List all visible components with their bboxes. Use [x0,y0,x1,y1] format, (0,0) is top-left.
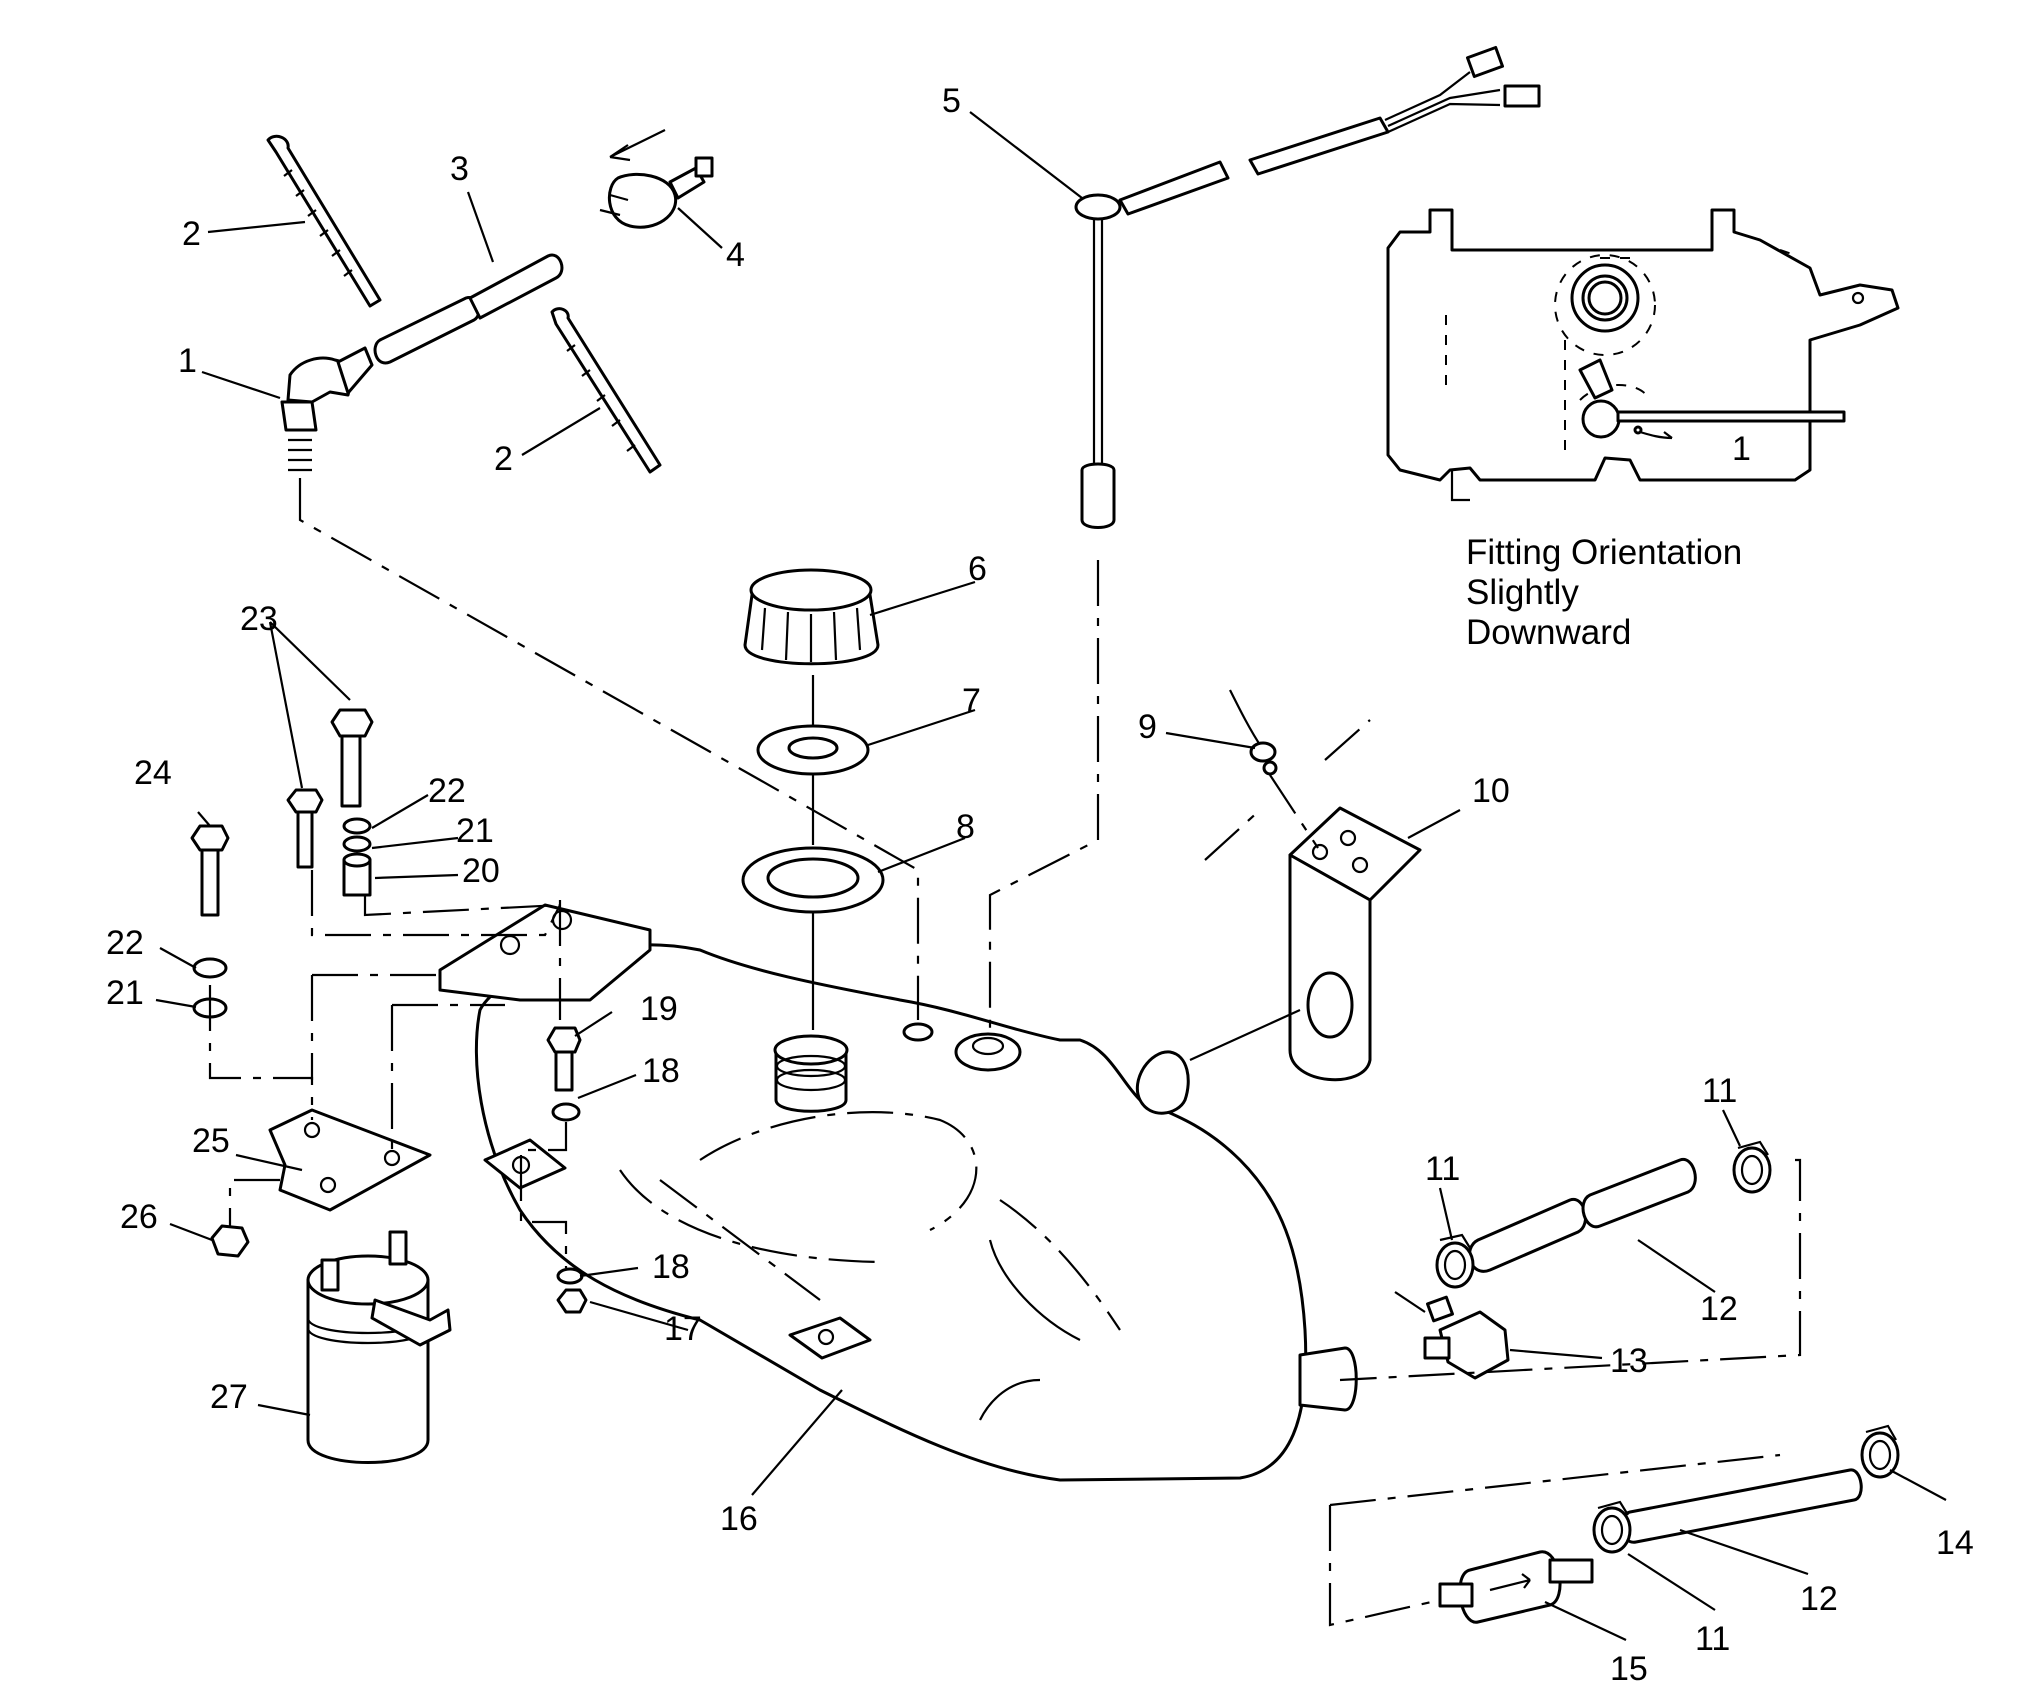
fuel-tank [474,943,1358,1482]
fuel-cap [743,568,880,666]
inset-callout-1: 1 [1732,430,1751,468]
callout-3: 3 [450,150,469,188]
tank-vent-hole [902,1022,934,1042]
elbow-fitting-13 [1423,1295,1510,1380]
filter-bracket [268,1108,432,1212]
callout-22-left: 22 [106,924,144,962]
leader-lines [155,111,1947,1641]
callout-15: 15 [1610,1650,1648,1688]
nut-17 [556,1288,588,1314]
callout-11-left: 11 [1425,1150,1460,1188]
clamp-11-right [1732,1140,1772,1194]
callout-1: 1 [178,342,197,380]
callout-10: 10 [1472,772,1510,810]
callout-12-upper: 12 [1700,1290,1738,1328]
bolt-23-short [286,788,324,869]
tank-outlet-spout [1298,1346,1358,1412]
inset-tank-top-view [1386,208,1900,502]
callout-16: 16 [720,1500,758,1538]
callout-13: 13 [1610,1342,1648,1380]
callout-27: 27 [210,1378,248,1416]
fuel-gauge-sender [1074,45,1541,529]
callout-22-top: 22 [428,772,466,810]
cap-gasket [756,724,870,776]
callout-24: 24 [134,754,172,792]
callout-14: 14 [1936,1524,1974,1562]
callout-8: 8 [956,808,975,846]
filler-neck-gasket [741,846,885,914]
hose-12-long [1581,1158,1697,1229]
washer-22 [192,957,228,979]
callout-6: 6 [968,550,987,588]
washer-stack [342,817,372,897]
callout-19: 19 [640,990,678,1028]
tank-rear-spout [1135,1050,1190,1115]
tank-bottom-tab [788,1316,872,1360]
bolt-19 [546,1026,582,1092]
callout-18-upper: 18 [642,1052,680,1090]
inset-caption-line-1: Fitting Orientation [1466,533,1742,572]
callout-2-lower: 2 [494,440,513,478]
callout-9: 9 [1138,708,1157,746]
callout-12-lower: 12 [1800,1580,1838,1618]
callout-11-right: 11 [1702,1072,1737,1110]
flow-arrow [609,129,666,162]
hose-clamp-upper [266,134,382,308]
callout-7: 7 [962,682,981,720]
hose-12-lower [1620,1468,1863,1544]
callout-4: 4 [726,236,745,274]
tank-filler-neck [773,1034,849,1113]
fuel-filter [306,1230,452,1464]
tank-bracket [1288,806,1422,1082]
callout-23: 23 [240,600,278,638]
callout-18-lower: 18 [652,1248,690,1286]
callout-25: 25 [192,1122,230,1160]
tank-front-tab [483,1138,567,1190]
clamp-11-lower [1592,1500,1632,1554]
callout-26: 26 [120,1198,158,1236]
hose-12-short [1468,1198,1588,1273]
vent-fitting [1229,689,1278,776]
washer-18-upper [551,1102,581,1122]
nut-26 [210,1224,250,1258]
tank-sender-boss [954,1032,1022,1072]
elbow-fitting [280,346,374,472]
callout-21-left: 21 [106,974,144,1012]
inset-caption-line-3: Downward [1466,613,1631,652]
hose-clamp-lower [550,307,662,474]
callout-20: 20 [462,852,500,890]
washer-18-lower [556,1267,584,1285]
bolt-23-long [330,708,374,808]
fuel-shutoff-valve [599,156,714,229]
callout-2-upper: 2 [182,215,201,253]
clamp-11-left [1435,1233,1475,1289]
callout-17: 17 [664,1310,702,1348]
inset-caption-line-2: Slightly [1466,573,1579,612]
callout-21-top: 21 [456,812,494,850]
bolt-24 [190,824,230,917]
clamp-14 [1860,1424,1900,1479]
callout-11-lower: 11 [1695,1620,1730,1658]
inline-fuel-filter [1438,1550,1594,1624]
callout-labels: 1 2 2 3 4 5 6 7 8 9 10 11 11 11 12 12 13… [106,82,1974,1688]
callout-5: 5 [942,82,961,120]
fuel-hose-upper [373,253,564,365]
